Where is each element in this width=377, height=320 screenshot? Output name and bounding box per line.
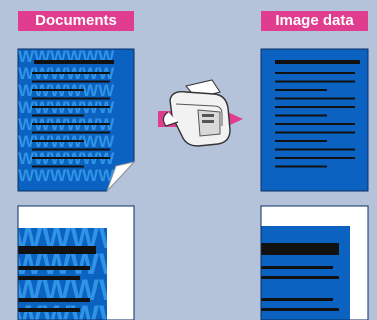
doc-text-line <box>32 97 110 100</box>
image-data-label: Image data <box>275 12 354 29</box>
image-text-line <box>275 157 355 159</box>
doc-text-line <box>32 157 110 159</box>
documents-label-bg <box>18 11 134 31</box>
doc-text-line <box>32 114 84 117</box>
document-text-lines <box>32 60 114 168</box>
image-text-line <box>275 106 355 108</box>
doc-title-line <box>34 60 114 64</box>
image-data-document <box>260 48 369 192</box>
zoom-title-bar <box>18 246 96 254</box>
image-text-line <box>275 131 355 134</box>
image-text-line <box>275 114 327 117</box>
image-title-line <box>275 60 360 64</box>
doc-text-line <box>32 89 84 91</box>
doc-text-line <box>32 123 110 125</box>
image-text-line <box>275 123 355 125</box>
image-text-line <box>275 97 355 100</box>
image-data-label-bg <box>261 11 368 31</box>
image-text-line <box>275 89 327 91</box>
doc-text-line <box>32 131 110 134</box>
doc-text-line <box>32 148 110 151</box>
image-text-line <box>275 140 327 142</box>
folded-corner <box>106 161 136 192</box>
doc-text-line <box>32 72 110 74</box>
zoom-title-bar <box>261 243 339 255</box>
image-text-line <box>275 72 355 74</box>
doc-text-line <box>32 106 110 108</box>
watermark-text: WWWWWW <box>18 166 115 185</box>
image-data-zoom <box>260 205 369 320</box>
documents-label: Documents <box>35 12 117 29</box>
doc-text-line <box>32 80 110 83</box>
original-document: WWWWWWWWWWWWWWWWWWWWWWWWWWWWWWWWWWWWWWWW… <box>17 48 136 192</box>
doc-text-line <box>32 140 84 142</box>
image-text-line <box>275 80 355 83</box>
scanner-icon <box>162 79 231 147</box>
image-text-line <box>275 165 327 168</box>
image-text-lines <box>275 60 360 168</box>
image-text-line <box>275 148 355 151</box>
doc-text-line <box>32 165 84 168</box>
